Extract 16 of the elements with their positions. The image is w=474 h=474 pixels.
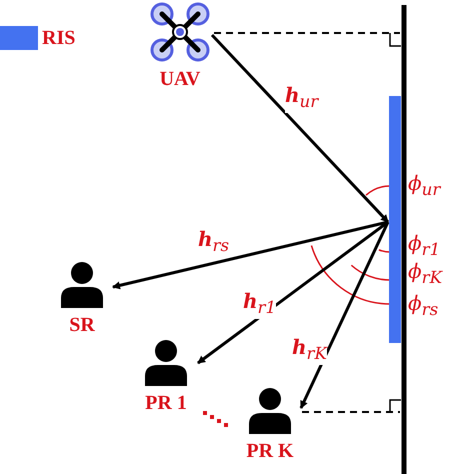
angle-label: ϕ$_{r1}$	[408, 232, 440, 261]
arrow	[210, 34, 390, 224]
ris-panel	[389, 96, 401, 343]
node-label: PR K	[246, 440, 294, 462]
angle-label: ϕ$_{rs}$	[408, 292, 438, 321]
edge-label: h$_{ur}$	[285, 84, 318, 113]
arrow	[300, 221, 390, 409]
edge-label: h$_{rK}$	[292, 336, 327, 365]
node-label: SR	[69, 314, 95, 336]
angle-label: ϕ$_{ur}$	[408, 172, 440, 201]
node-label: UAV	[160, 68, 200, 90]
angle-label: ϕ$_{rK}$	[408, 260, 442, 289]
edge-label: h$_{r1}$	[243, 290, 276, 319]
arrow	[112, 220, 388, 290]
node-label: PR 1	[145, 392, 187, 414]
legend-label: RIS	[42, 27, 76, 49]
